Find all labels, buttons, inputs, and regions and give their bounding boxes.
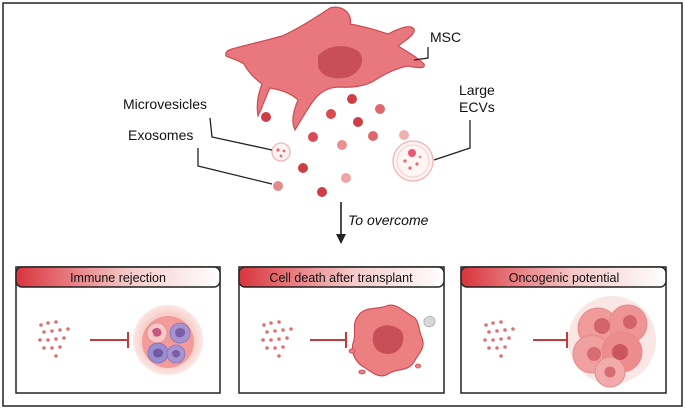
msc-label: MSC xyxy=(430,29,461,45)
panel-immune-rejection: Immune rejection xyxy=(15,266,221,394)
exosomes-label: Exosomes xyxy=(128,127,193,143)
large-ecvs-label-line1: Large xyxy=(459,82,495,98)
microvesicles-label: Microvesicles xyxy=(123,96,207,112)
panel-title: Immune rejection xyxy=(70,271,166,285)
to-overcome-label: To overcome xyxy=(348,212,429,228)
exosomes-leader xyxy=(197,148,273,185)
panel-title: Oncogenic potential xyxy=(509,271,620,285)
panel-header xyxy=(238,266,445,288)
microvesicles-leader xyxy=(209,117,273,151)
inhibit-symbol xyxy=(533,332,568,348)
msc-cell xyxy=(225,6,425,132)
msc-leader xyxy=(413,47,429,61)
panel-header xyxy=(15,266,221,288)
exosome-particle xyxy=(273,181,283,191)
panel-oncogenic-potential: Oncogenic potential xyxy=(460,266,667,394)
vesicle-cluster xyxy=(261,320,293,358)
dying-cell xyxy=(348,304,436,377)
panel-title: Cell death after transplant xyxy=(269,271,413,285)
vesicles xyxy=(261,94,409,197)
msc-nucleus xyxy=(318,46,363,79)
vesicle-cluster xyxy=(483,320,515,358)
large-ecv xyxy=(392,140,434,182)
large-ecvs-leader xyxy=(433,120,471,161)
vesicle-cluster xyxy=(38,320,70,358)
overcome-arrow xyxy=(336,202,346,244)
inhibit-symbol xyxy=(310,332,347,348)
large-ecvs-label-line2: ECVs xyxy=(459,99,495,115)
inhibit-symbol xyxy=(90,332,129,348)
immune-cell-cluster xyxy=(133,305,203,375)
microvesicle xyxy=(271,142,291,162)
tumor-cluster xyxy=(568,296,656,388)
panel-cell-death: Cell death after transplant xyxy=(238,266,445,394)
panel-header xyxy=(460,266,667,288)
